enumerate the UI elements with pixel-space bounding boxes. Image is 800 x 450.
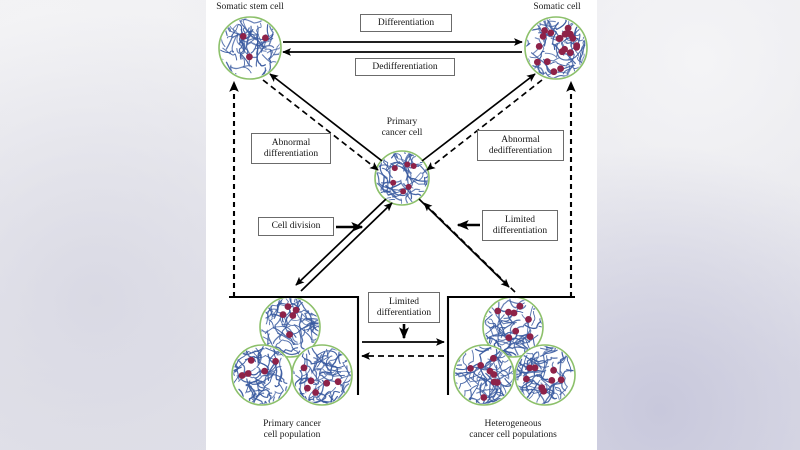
nucleus-dot (391, 165, 398, 172)
nucleus-dot (404, 161, 411, 168)
nucleus-dot (486, 367, 494, 375)
cell-membrane (374, 150, 430, 206)
nucleus-dot (400, 188, 407, 195)
cell-membrane (218, 16, 282, 80)
label-box-abnormal-differentiation: Abnormal differentiation (251, 133, 331, 164)
nucleus-dot (490, 354, 497, 362)
cell-heterogeneous-cancer-cell-populations-2 (514, 344, 576, 406)
caption-primary-population: Primary cancer cell population (263, 419, 321, 440)
label-box-limited-differentiation-center: Limited differentiation (368, 292, 440, 323)
cell-primary-cancer-cell-population-1 (231, 344, 293, 406)
nucleus-dot (547, 29, 555, 37)
nucleus-dot (557, 65, 564, 72)
nucleus-dot (304, 384, 311, 392)
nucleus-dot (262, 34, 269, 42)
nucleus-dot (526, 333, 534, 340)
nucleus-dot (516, 302, 524, 310)
cell-primary-cancer-cell-population-0 (259, 296, 321, 358)
nucleus-dot (512, 327, 520, 335)
label-box-limited-differentiation-right: Limited differentiation (482, 210, 558, 241)
caption-heterogeneous-population: Heterogeneous cancer cell populations (469, 419, 557, 440)
nucleus-dot (494, 307, 502, 315)
nucleus-dot (289, 312, 297, 319)
nucleus-dot (286, 331, 293, 338)
nucleus-dot (238, 372, 246, 379)
nucleus-dot (540, 387, 547, 395)
cell-membrane (453, 344, 515, 406)
cell-illustrations (218, 16, 588, 406)
nucleus-dot (573, 42, 581, 50)
nucleus-dot (548, 377, 556, 384)
nucleus-dot (510, 309, 518, 317)
nucleus-dot (272, 357, 279, 365)
nucleus-dot (284, 303, 292, 310)
nucleus-dot (541, 27, 548, 34)
nucleus-dot (405, 183, 412, 190)
nucleus-dot (279, 311, 287, 318)
label-box-cell-division: Cell division (258, 217, 334, 236)
nucleus-dot (543, 58, 551, 66)
label-box-abnormal-dedifferentiation: Abnormal dedifferentiation (477, 130, 564, 161)
caption-primary-cancer-cell: Primary cancer cell (381, 117, 423, 138)
nucleus-dot (239, 33, 247, 40)
arrow-cancer-to-stemcell-solid (269, 73, 383, 162)
caption-somatic-stem-cell: Somatic stem cell (216, 2, 284, 12)
nucleus-dot (539, 33, 547, 40)
nucleus-dot (505, 308, 512, 316)
nucleus-dot (558, 48, 566, 56)
caption-somatic-cell: Somatic cell (533, 2, 581, 12)
cell-membrane (514, 344, 576, 406)
arrow-primary-population-to-cancer (300, 202, 393, 292)
nucleus-dot (531, 364, 539, 372)
cell-somatic-cell (524, 16, 588, 80)
nucleus-dot (334, 378, 342, 386)
nucleus-dot (561, 30, 569, 38)
arrow-cancer-to-somaticcell-solid (421, 73, 536, 162)
label-box-dedifferentiation: Dedifferentiation (355, 58, 455, 76)
nucleus-dot (480, 394, 488, 401)
nucleus-dot (564, 24, 572, 32)
bracket-heterogeneous-population (446, 295, 575, 395)
nucleus-dot (467, 365, 474, 372)
bracket-primary-population (229, 295, 360, 395)
nucleus-dot (566, 49, 574, 57)
arrow-cancer-to-primary-population (295, 198, 387, 286)
nucleus-dot (535, 43, 543, 50)
nucleus-dot (292, 306, 300, 314)
nucleus-dot (567, 30, 574, 38)
nucleus-dot (550, 68, 558, 76)
cell-primary-cancer-cell-population-2 (291, 344, 353, 406)
nucleus-dot (550, 366, 557, 374)
nucleus-dot (244, 370, 252, 377)
nucleus-dot (390, 179, 397, 186)
nucleus-dot (247, 356, 255, 364)
nucleus-dot (557, 376, 565, 384)
nucleus-dot (490, 378, 498, 386)
nucleus-dot (526, 364, 534, 372)
arrow-heterogeneous-to-cancer (423, 202, 516, 293)
label-box-differentiation: Differentiation (360, 14, 452, 32)
nucleus-dot (410, 163, 417, 169)
cell-membrane (291, 344, 353, 406)
nucleus-dot (300, 364, 308, 372)
nucleus-dot (523, 375, 530, 383)
nucleus-dot (525, 316, 532, 323)
nucleus-dot (261, 367, 268, 375)
nucleus-dot (477, 362, 485, 369)
nucleus-dot (556, 34, 564, 42)
cell-heterogeneous-cancer-cell-populations-1 (453, 344, 515, 406)
cell-heterogeneous-cancer-cell-populations-0 (482, 296, 544, 358)
cell-membrane (524, 16, 588, 80)
nucleus-dot (307, 377, 315, 385)
arrow-somaticcell-to-cancer-dashed (426, 79, 543, 171)
nucleus-dot (323, 379, 331, 387)
nucleus-dot (534, 58, 541, 66)
nucleus-dot (312, 389, 319, 396)
nucleus-dot (505, 334, 513, 341)
nucleus-dot (246, 53, 253, 61)
arrow-stemcell-to-cancer-dashed (262, 79, 379, 171)
